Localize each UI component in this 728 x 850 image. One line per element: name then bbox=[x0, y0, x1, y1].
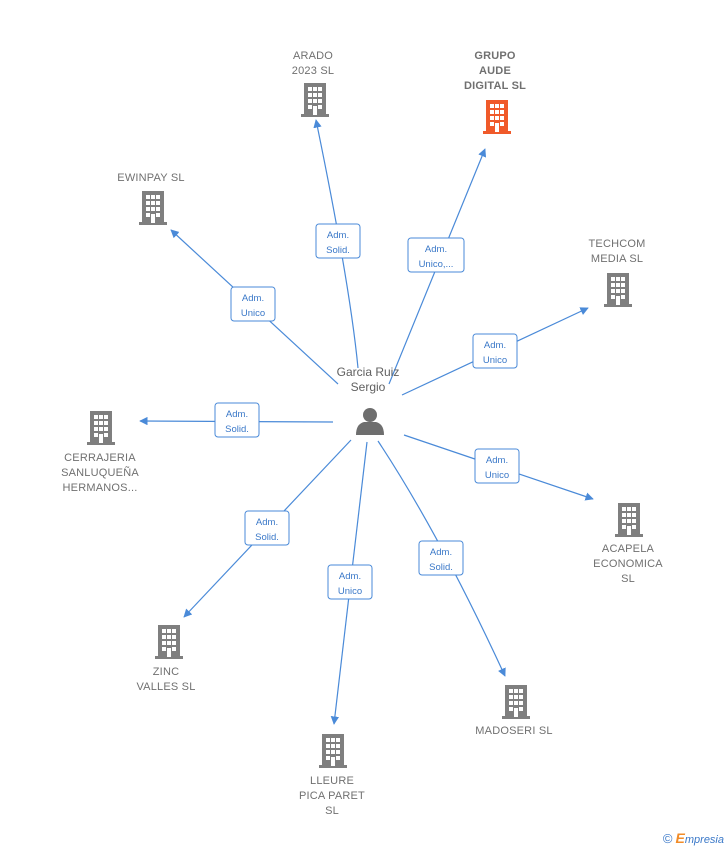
company-node-grupo-aude[interactable]: GRUPO AUDE DIGITAL SL bbox=[464, 50, 526, 134]
role-badge-grupo-aude[interactable]: Adm. Unico,... bbox=[407, 237, 465, 273]
role-text-line: Adm. bbox=[327, 230, 349, 241]
role-text-line: Adm. bbox=[430, 547, 452, 558]
company-name-line: SL bbox=[325, 805, 339, 817]
role-badge-box bbox=[214, 402, 260, 438]
role-text-line: Adm. bbox=[256, 517, 278, 528]
role-badge-box bbox=[472, 333, 518, 369]
building-icon bbox=[87, 411, 115, 445]
company-name-line: ARADO bbox=[293, 50, 333, 62]
role-badge-ewinpay[interactable]: Adm. Unico bbox=[230, 286, 276, 322]
company-name-line: MADOSERI SL bbox=[475, 725, 552, 737]
company-name-line: HERMANOS... bbox=[63, 482, 138, 494]
building-icon bbox=[615, 503, 643, 537]
company-name-line: LLEURE bbox=[310, 775, 354, 787]
person-icon bbox=[356, 408, 384, 435]
role-text-line: Solid. bbox=[255, 532, 279, 543]
roles-layer: Adm.Solid.Adm.Unico,...Adm.UnicoAdm.Unic… bbox=[214, 223, 520, 600]
role-badge-box bbox=[315, 223, 361, 259]
role-badge-box bbox=[407, 237, 465, 273]
company-name-line: ACAPELA bbox=[602, 543, 655, 555]
role-badge-box bbox=[230, 286, 276, 322]
role-text-line: Unico bbox=[483, 355, 507, 366]
company-node-acapela[interactable]: ACAPELA ECONOMICA SL bbox=[593, 503, 663, 585]
company-name-line: DIGITAL SL bbox=[464, 80, 526, 92]
company-node-techcom[interactable]: TECHCOM MEDIA SL bbox=[588, 238, 645, 307]
company-name-line: AUDE bbox=[479, 65, 511, 77]
company-name-line: CERRAJERIA bbox=[64, 452, 136, 464]
center-person-node[interactable]: Garcia Ruiz Sergio bbox=[337, 365, 400, 435]
role-badge-madoseri[interactable]: Adm. Solid. bbox=[418, 540, 464, 576]
footer-brand: © Empresia bbox=[663, 830, 724, 846]
nodes-layer: ARADO 2023 SL GRUPO AUDE DIGITAL SL EWINPAY S… bbox=[61, 50, 663, 817]
role-badge-acapela[interactable]: Adm. Unico bbox=[474, 448, 520, 484]
role-badge-arado[interactable]: Adm. Solid. bbox=[315, 223, 361, 259]
role-badge-techcom[interactable]: Adm. Unico bbox=[472, 333, 518, 369]
person-name-line1: Garcia Ruiz bbox=[337, 365, 400, 379]
company-name-line: ECONOMICA bbox=[593, 558, 663, 570]
building-icon bbox=[502, 685, 530, 719]
building-icon bbox=[604, 273, 632, 307]
copyright-symbol: © bbox=[662, 831, 673, 846]
role-text-line: Adm. bbox=[484, 340, 506, 351]
role-text-line: Solid. bbox=[225, 424, 249, 435]
role-badge-box bbox=[474, 448, 520, 484]
company-name-line: TECHCOM bbox=[588, 238, 645, 250]
company-node-ewinpay[interactable]: EWINPAY SL bbox=[117, 172, 185, 225]
role-badge-lleure[interactable]: Adm. Unico bbox=[327, 564, 373, 600]
edge-arado bbox=[313, 119, 359, 369]
role-badge-zinc[interactable]: Adm. Solid. bbox=[244, 510, 290, 546]
role-badge-box bbox=[418, 540, 464, 576]
brand-logo-initial: E bbox=[675, 830, 685, 846]
role-text-line: Unico bbox=[485, 470, 509, 481]
brand-name: mpresia bbox=[684, 834, 724, 846]
role-text-line: Adm. bbox=[425, 244, 447, 255]
role-text-line: Solid. bbox=[326, 245, 350, 256]
building-icon bbox=[301, 83, 329, 117]
company-name-line: SL bbox=[621, 573, 635, 585]
role-text-line: Unico,... bbox=[419, 259, 454, 270]
role-text-line: Adm. bbox=[339, 571, 361, 582]
company-name-line: ZINC bbox=[153, 666, 179, 678]
company-name-line: SANLUQUEÑA bbox=[61, 466, 139, 479]
role-badge-box bbox=[327, 564, 373, 600]
role-text-line: Solid. bbox=[429, 562, 453, 573]
company-name-line: PICA PARET bbox=[299, 790, 365, 802]
company-node-madoseri[interactable]: MADOSERI SL bbox=[475, 685, 552, 737]
role-badge-box bbox=[244, 510, 290, 546]
building-icon bbox=[155, 625, 183, 659]
company-name-line: GRUPO bbox=[474, 50, 516, 62]
company-name-line: MEDIA SL bbox=[591, 253, 643, 265]
company-name-line: VALLES SL bbox=[136, 681, 195, 693]
role-badge-cerrajeria[interactable]: Adm. Solid. bbox=[214, 402, 260, 438]
person-name-line2: Sergio bbox=[351, 380, 386, 394]
building-icon bbox=[139, 191, 167, 225]
role-text-line: Adm. bbox=[226, 409, 248, 420]
building-icon bbox=[483, 100, 511, 134]
company-name-line: 2023 SL bbox=[292, 65, 334, 77]
role-text-line: Unico bbox=[338, 586, 362, 597]
company-node-arado[interactable]: ARADO 2023 SL bbox=[292, 50, 334, 117]
company-node-lleure[interactable]: LLEURE PICA PARET SL bbox=[299, 734, 365, 817]
company-node-zinc[interactable]: ZINC VALLES SL bbox=[136, 625, 195, 693]
role-text-line: Unico bbox=[241, 308, 265, 319]
company-name-line: EWINPAY SL bbox=[117, 172, 184, 184]
role-text-line: Adm. bbox=[242, 293, 264, 304]
role-text-line: Adm. bbox=[486, 455, 508, 466]
company-node-cerrajeria[interactable]: CERRAJERIA SANLUQUEÑA HERMANOS... bbox=[61, 411, 139, 494]
building-icon bbox=[319, 734, 347, 768]
